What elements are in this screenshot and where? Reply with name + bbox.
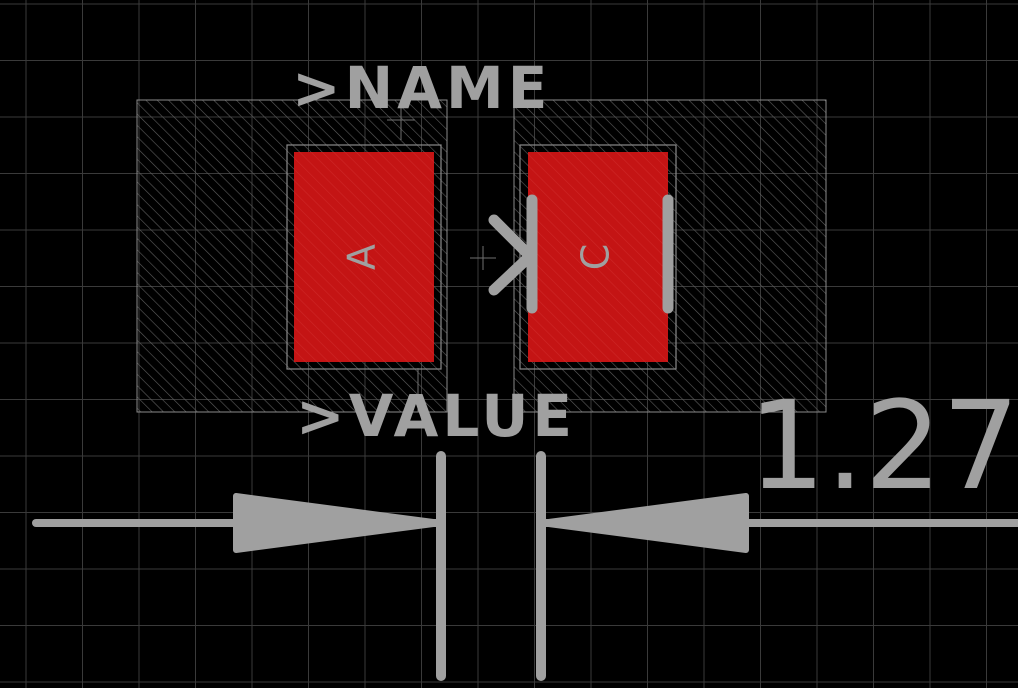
courtyard [136, 99, 827, 413]
pad-outline-a [286, 144, 442, 370]
dimension-value: 1.27 [748, 375, 1018, 517]
pad-a-label: A [340, 244, 384, 270]
dimension[interactable]: 1.27 [32, 375, 1018, 681]
value-label[interactable]: >VALUE [296, 382, 576, 450]
dimension-arrow-right [538, 493, 749, 553]
pad-c[interactable]: C [528, 152, 668, 362]
diode-symbol-silkscreen [488, 194, 674, 314]
pad-outline-c [519, 144, 677, 370]
name-label[interactable]: >NAME [292, 54, 551, 122]
pad-c-label: C [574, 244, 618, 271]
pad-a[interactable]: A [294, 152, 434, 362]
dimension-arrow-left [233, 493, 444, 553]
origin-marks [387, 100, 496, 412]
